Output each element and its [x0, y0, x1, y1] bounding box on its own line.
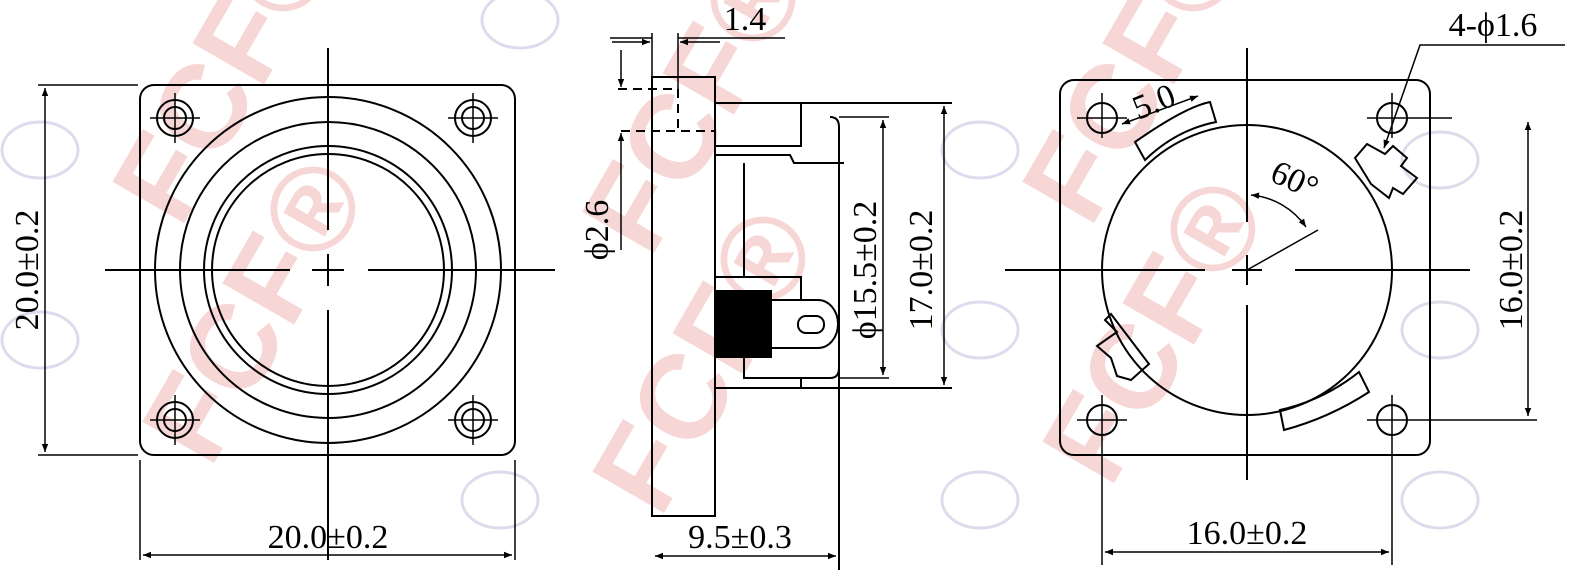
front-height-dim: 20.0±0.2	[9, 210, 46, 331]
front-width-dim: 20.0±0.2	[268, 519, 389, 556]
rear-view: 4-ϕ1.6 5.0 60° 16.0±0.2 16.0±0.2	[1005, 7, 1565, 565]
hole-pitch-vertical-dim: 16.0±0.2	[1493, 210, 1530, 331]
holes-dim: 4-ϕ1.6	[1449, 7, 1538, 44]
mounting-holes	[1077, 93, 1537, 565]
body-diameter-dim: 17.0±0.2	[903, 210, 940, 331]
hole-pitch-horizontal-dim: 16.0±0.2	[1187, 515, 1308, 552]
mounting-holes	[150, 93, 498, 445]
front-view: 20.0±0.2 20.0±0.2	[9, 48, 555, 560]
depth-dim: 9.5±0.3	[688, 519, 792, 556]
side-view: 1.4 ϕ2.6 ϕ15.5±0.2 17.0±0.2 9.5±0.3	[579, 1, 952, 570]
flange-thickness-dim: 1.4	[724, 1, 767, 38]
terminal-block	[715, 290, 772, 358]
hole-diameter-dim: ϕ2.6	[579, 200, 616, 260]
terminal-tabs	[1095, 100, 1419, 432]
cone-diameter-dim: ϕ15.5±0.2	[847, 201, 884, 340]
angle-dim: 60°	[1265, 154, 1324, 208]
